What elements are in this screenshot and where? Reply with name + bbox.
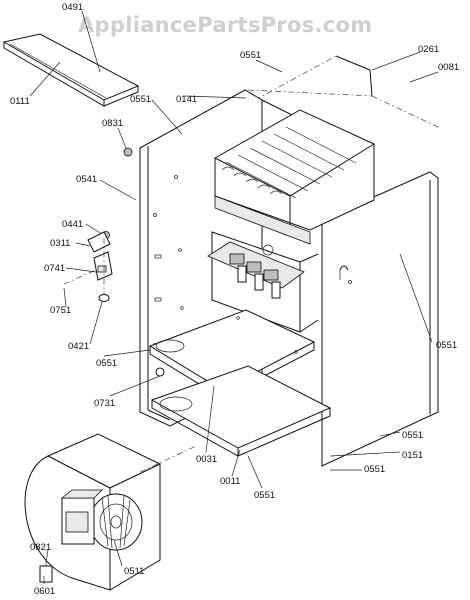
callout-0551-top: 0551 [240,50,261,61]
callout-0081: 0081 [438,62,459,73]
top-panel [2,33,140,107]
leader-lines [29,10,439,584]
callout-0551-rb1: 0551 [402,430,423,441]
callout-0491: 0491 [62,2,83,13]
watermark-text: AppliancePartsPros.com [78,13,372,37]
callout-0311: 0311 [50,238,70,249]
callout-0731: 0731 [94,398,115,409]
callout-labels: 0491 0111 0551 0261 0081 0551 0141 0831 … [10,2,459,597]
callout-0821: 0821 [30,542,51,553]
callout-0551-bottom: 0551 [254,490,275,501]
callout-0011: 0011 [220,476,240,487]
callout-0541: 0541 [76,174,97,185]
callout-0751: 0751 [50,305,71,316]
callout-0831: 0831 [102,118,123,129]
callout-0111: 0111 [10,96,30,107]
callout-0261: 0261 [418,44,439,55]
small-parts [63,147,165,377]
callout-0551-left: 0551 [130,94,151,105]
bottom-panel [150,365,332,457]
callout-0741: 0741 [44,263,65,274]
callout-0141: 0141 [176,94,197,105]
callout-0151: 0151 [402,450,423,461]
heat-exchanger [214,109,375,245]
callout-0031: 0031 [196,454,217,465]
callout-0551-right: 0551 [436,340,457,351]
callout-0551-rb2: 0551 [364,464,385,475]
callout-0441: 0441 [62,219,83,230]
callout-0511: 0511 [124,566,144,577]
rear-panel [254,55,441,129]
callout-0601: 0601 [34,586,55,597]
blower-assembly [24,433,197,591]
callout-0551-mid: 0551 [96,358,117,369]
burner-assembly [207,231,319,333]
callout-0421: 0421 [68,341,89,352]
